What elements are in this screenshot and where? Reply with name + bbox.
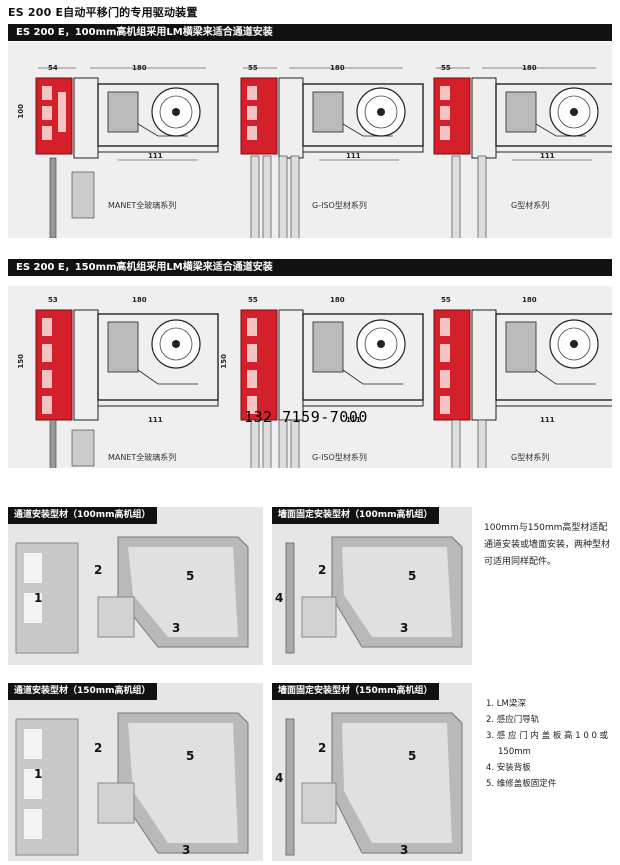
dim-left-p3: 55 xyxy=(441,64,451,72)
profile-label-p6: G型材系列 xyxy=(511,453,550,462)
photo-title-4: 墙面固定安装型材（150mm高机组） xyxy=(272,683,439,700)
part-number: 2 xyxy=(94,741,103,755)
page-title: ES 200 E自动平移门的专用驱动装置 xyxy=(8,6,198,19)
part-number: 2 xyxy=(94,563,103,577)
part-number: 1 xyxy=(34,591,43,605)
part-number: 5 xyxy=(186,569,195,583)
legend-item: 5. 维修盖板固定件 xyxy=(486,779,557,789)
photo-panel-1: 通道安装型材（100mm高机组） 1 2 3 5 xyxy=(8,507,263,665)
dim-side-p4: 150 xyxy=(17,354,25,369)
dim-top-p5: 180 xyxy=(330,296,345,304)
photo-panel-2: 墙面固定安装型材（100mm高机组） 4 2 3 5 xyxy=(272,507,472,665)
part-number: 5 xyxy=(408,569,417,583)
part-number: 3 xyxy=(400,843,409,857)
part-number: 5 xyxy=(186,749,195,763)
dim-bottom-p1: 111 xyxy=(148,152,163,160)
dim-left-p1: 54 xyxy=(48,64,58,72)
profile-label-p2: G-ISO型材系列 xyxy=(312,201,367,210)
legend-item: 150mm xyxy=(498,747,531,757)
dim-top-p2: 180 xyxy=(330,64,345,72)
side-note-line: 100mm与150mm高型材适配 xyxy=(484,523,608,533)
part-number: 4 xyxy=(275,591,284,605)
side-note-line: 通道安装或墙面安装，两种型材 xyxy=(484,540,611,550)
legend-item: 2. 感应门导轨 xyxy=(486,715,540,725)
legend-item: 1. LM梁深 xyxy=(486,699,526,709)
section-header-100mm: ES 200 E，100mm高机组采用LM横梁来适合通道安装 xyxy=(8,24,612,41)
dim-bottom-p5: 111 xyxy=(346,416,361,424)
diagram-panel-100mm: 54 180 100 111 MANET全玻璃系列 55 180 111 G-I… xyxy=(8,42,617,243)
dim-bottom-p4: 111 xyxy=(148,416,163,424)
phone-watermark: 132 7159-7000 xyxy=(244,408,368,426)
photo-panel-4: 墙面固定安装型材（150mm高机组） 4 2 3 5 xyxy=(272,683,472,861)
dim-top-p6: 180 xyxy=(522,296,537,304)
part-number: 1 xyxy=(34,767,43,781)
parts-legend: 1. LM梁深 2. 感应门导轨 3. 感 应 门 内 盖 板 高 1 0 0 … xyxy=(486,696,616,792)
dim-top-p1: 180 xyxy=(132,64,147,72)
profile-label-p5: G-ISO型材系列 xyxy=(312,453,367,462)
profile-photo-1 xyxy=(15,536,249,654)
profile-label-p1: MANET全玻璃系列 xyxy=(108,201,177,210)
photo-title-1: 通道安装型材（100mm高机组） xyxy=(8,507,157,524)
section-header-150mm: ES 200 E，150mm高机组采用LM横梁来适合通道安装 xyxy=(8,259,612,276)
diagram-panel-150mm: 53 180 150 111 MANET全玻璃系列 55 180 150 111… xyxy=(8,286,617,481)
photo-title-2: 墙面固定安装型材（100mm高机组） xyxy=(272,507,439,524)
dim-left-p5: 55 xyxy=(248,296,258,304)
part-number: 3 xyxy=(400,621,409,635)
profile-photo-2 xyxy=(285,536,463,654)
dim-bottom-p3: 111 xyxy=(540,152,555,160)
profile-photo-3 xyxy=(15,712,249,856)
dim-top-p4: 180 xyxy=(132,296,147,304)
side-note: 100mm与150mm高型材适配 通道安装或墙面安装，两种型材 可适用同样配件。 xyxy=(484,520,616,571)
dim-bottom-p6: 111 xyxy=(540,416,555,424)
photo-title-3: 通道安装型材（150mm高机组） xyxy=(8,683,157,700)
dim-side-p5: 150 xyxy=(220,354,228,369)
part-number: 4 xyxy=(275,771,284,785)
profile-drawings-150mm xyxy=(35,309,617,481)
part-number: 2 xyxy=(318,563,327,577)
profile-photo-4 xyxy=(285,712,463,856)
legend-item: 3. 感 应 门 内 盖 板 高 1 0 0 或 xyxy=(486,731,609,741)
part-number: 3 xyxy=(172,621,181,635)
dim-side-p1: 100 xyxy=(17,104,25,119)
dim-left-p2: 55 xyxy=(248,64,258,72)
part-number: 2 xyxy=(318,741,327,755)
profile-drawings-100mm xyxy=(35,67,617,243)
legend-item: 4. 安装背板 xyxy=(486,763,531,773)
side-note-line: 可适用同样配件。 xyxy=(484,557,557,567)
dim-top-p3: 180 xyxy=(522,64,537,72)
part-number: 3 xyxy=(182,843,191,857)
photo-panel-3: 通道安装型材（150mm高机组） 1 2 3 5 xyxy=(8,683,263,861)
profile-label-p4: MANET全玻璃系列 xyxy=(108,453,177,462)
dim-left-p6: 55 xyxy=(441,296,451,304)
part-number: 5 xyxy=(408,749,417,763)
profile-label-p3: G型材系列 xyxy=(511,201,550,210)
dim-bottom-p2: 111 xyxy=(346,152,361,160)
dim-left-p4: 53 xyxy=(48,296,58,304)
